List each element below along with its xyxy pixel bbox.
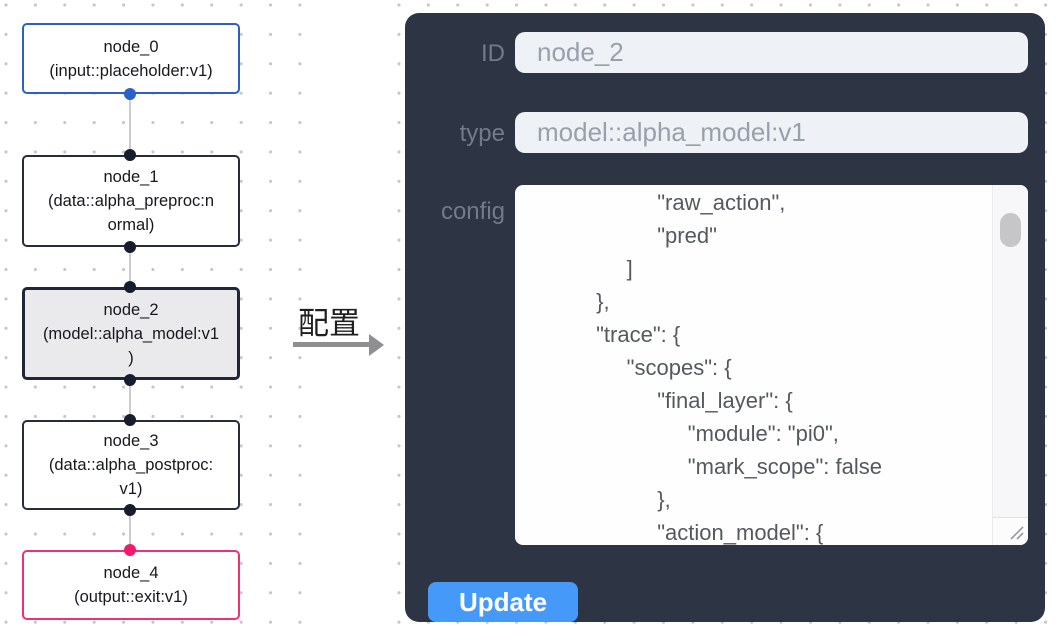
- edge-node0-node1: [129, 94, 131, 156]
- node-name: node_4: [103, 564, 159, 582]
- node-type: (model::alpha_model:v1 ): [42, 324, 220, 367]
- flow-node-node_0[interactable]: node_0 (input::placeholder:v1): [22, 23, 240, 94]
- port-node0-output[interactable]: [124, 88, 136, 100]
- node-name: node_1: [103, 168, 159, 186]
- type-field-label: type: [459, 120, 505, 147]
- node-type: (output::exit:v1): [74, 588, 188, 606]
- arrow-right-head-icon: [369, 333, 384, 356]
- flow-diagram: node_0 (input::placeholder:v1) node_1 (d…: [0, 0, 393, 643]
- node-name: node_2: [103, 300, 159, 319]
- resize-handle-icon[interactable]: [1007, 523, 1025, 541]
- port-node2-output[interactable]: [124, 374, 136, 386]
- id-input[interactable]: [515, 32, 1028, 73]
- id-field-label: ID: [481, 40, 505, 67]
- configure-label: 配置: [298, 306, 360, 341]
- port-node3-input[interactable]: [124, 414, 136, 426]
- update-button[interactable]: Update: [428, 582, 578, 622]
- config-textarea[interactable]: "raw_action", "pred" ] }, "trace": { "sc…: [515, 185, 1028, 545]
- flow-node-node_2-selected[interactable]: node_2 (model::alpha_model:v1 ): [22, 287, 240, 380]
- port-node1-input[interactable]: [124, 149, 136, 161]
- port-node3-output[interactable]: [124, 504, 136, 516]
- flow-node-node_3[interactable]: node_3 (data::alpha_postproc: v1): [22, 420, 240, 510]
- type-input[interactable]: [515, 112, 1028, 153]
- config-json-text: "raw_action", "pred" ] }, "trace": { "sc…: [596, 190, 882, 545]
- arrow-right-icon: [293, 342, 370, 347]
- config-field-label: config: [440, 198, 505, 225]
- flow-node-node_1[interactable]: node_1 (data::alpha_preproc:n ormal): [22, 155, 240, 247]
- port-node4-input[interactable]: [124, 544, 136, 556]
- node-type: (data::alpha_preproc:n ormal): [47, 192, 215, 234]
- node-config-panel: ID type config "raw_action", "pred" ] },…: [405, 13, 1045, 622]
- port-node2-input[interactable]: [124, 281, 136, 293]
- flow-node-node_4[interactable]: node_4 (output::exit:v1): [22, 550, 240, 620]
- node-type: (input::placeholder:v1): [49, 61, 213, 80]
- node-name: node_3: [103, 432, 159, 450]
- config-scrollbar-thumb[interactable]: [1000, 213, 1021, 247]
- node-type: (data::alpha_postproc: v1): [48, 456, 214, 498]
- node-name: node_0: [103, 37, 159, 56]
- port-node1-output[interactable]: [124, 241, 136, 253]
